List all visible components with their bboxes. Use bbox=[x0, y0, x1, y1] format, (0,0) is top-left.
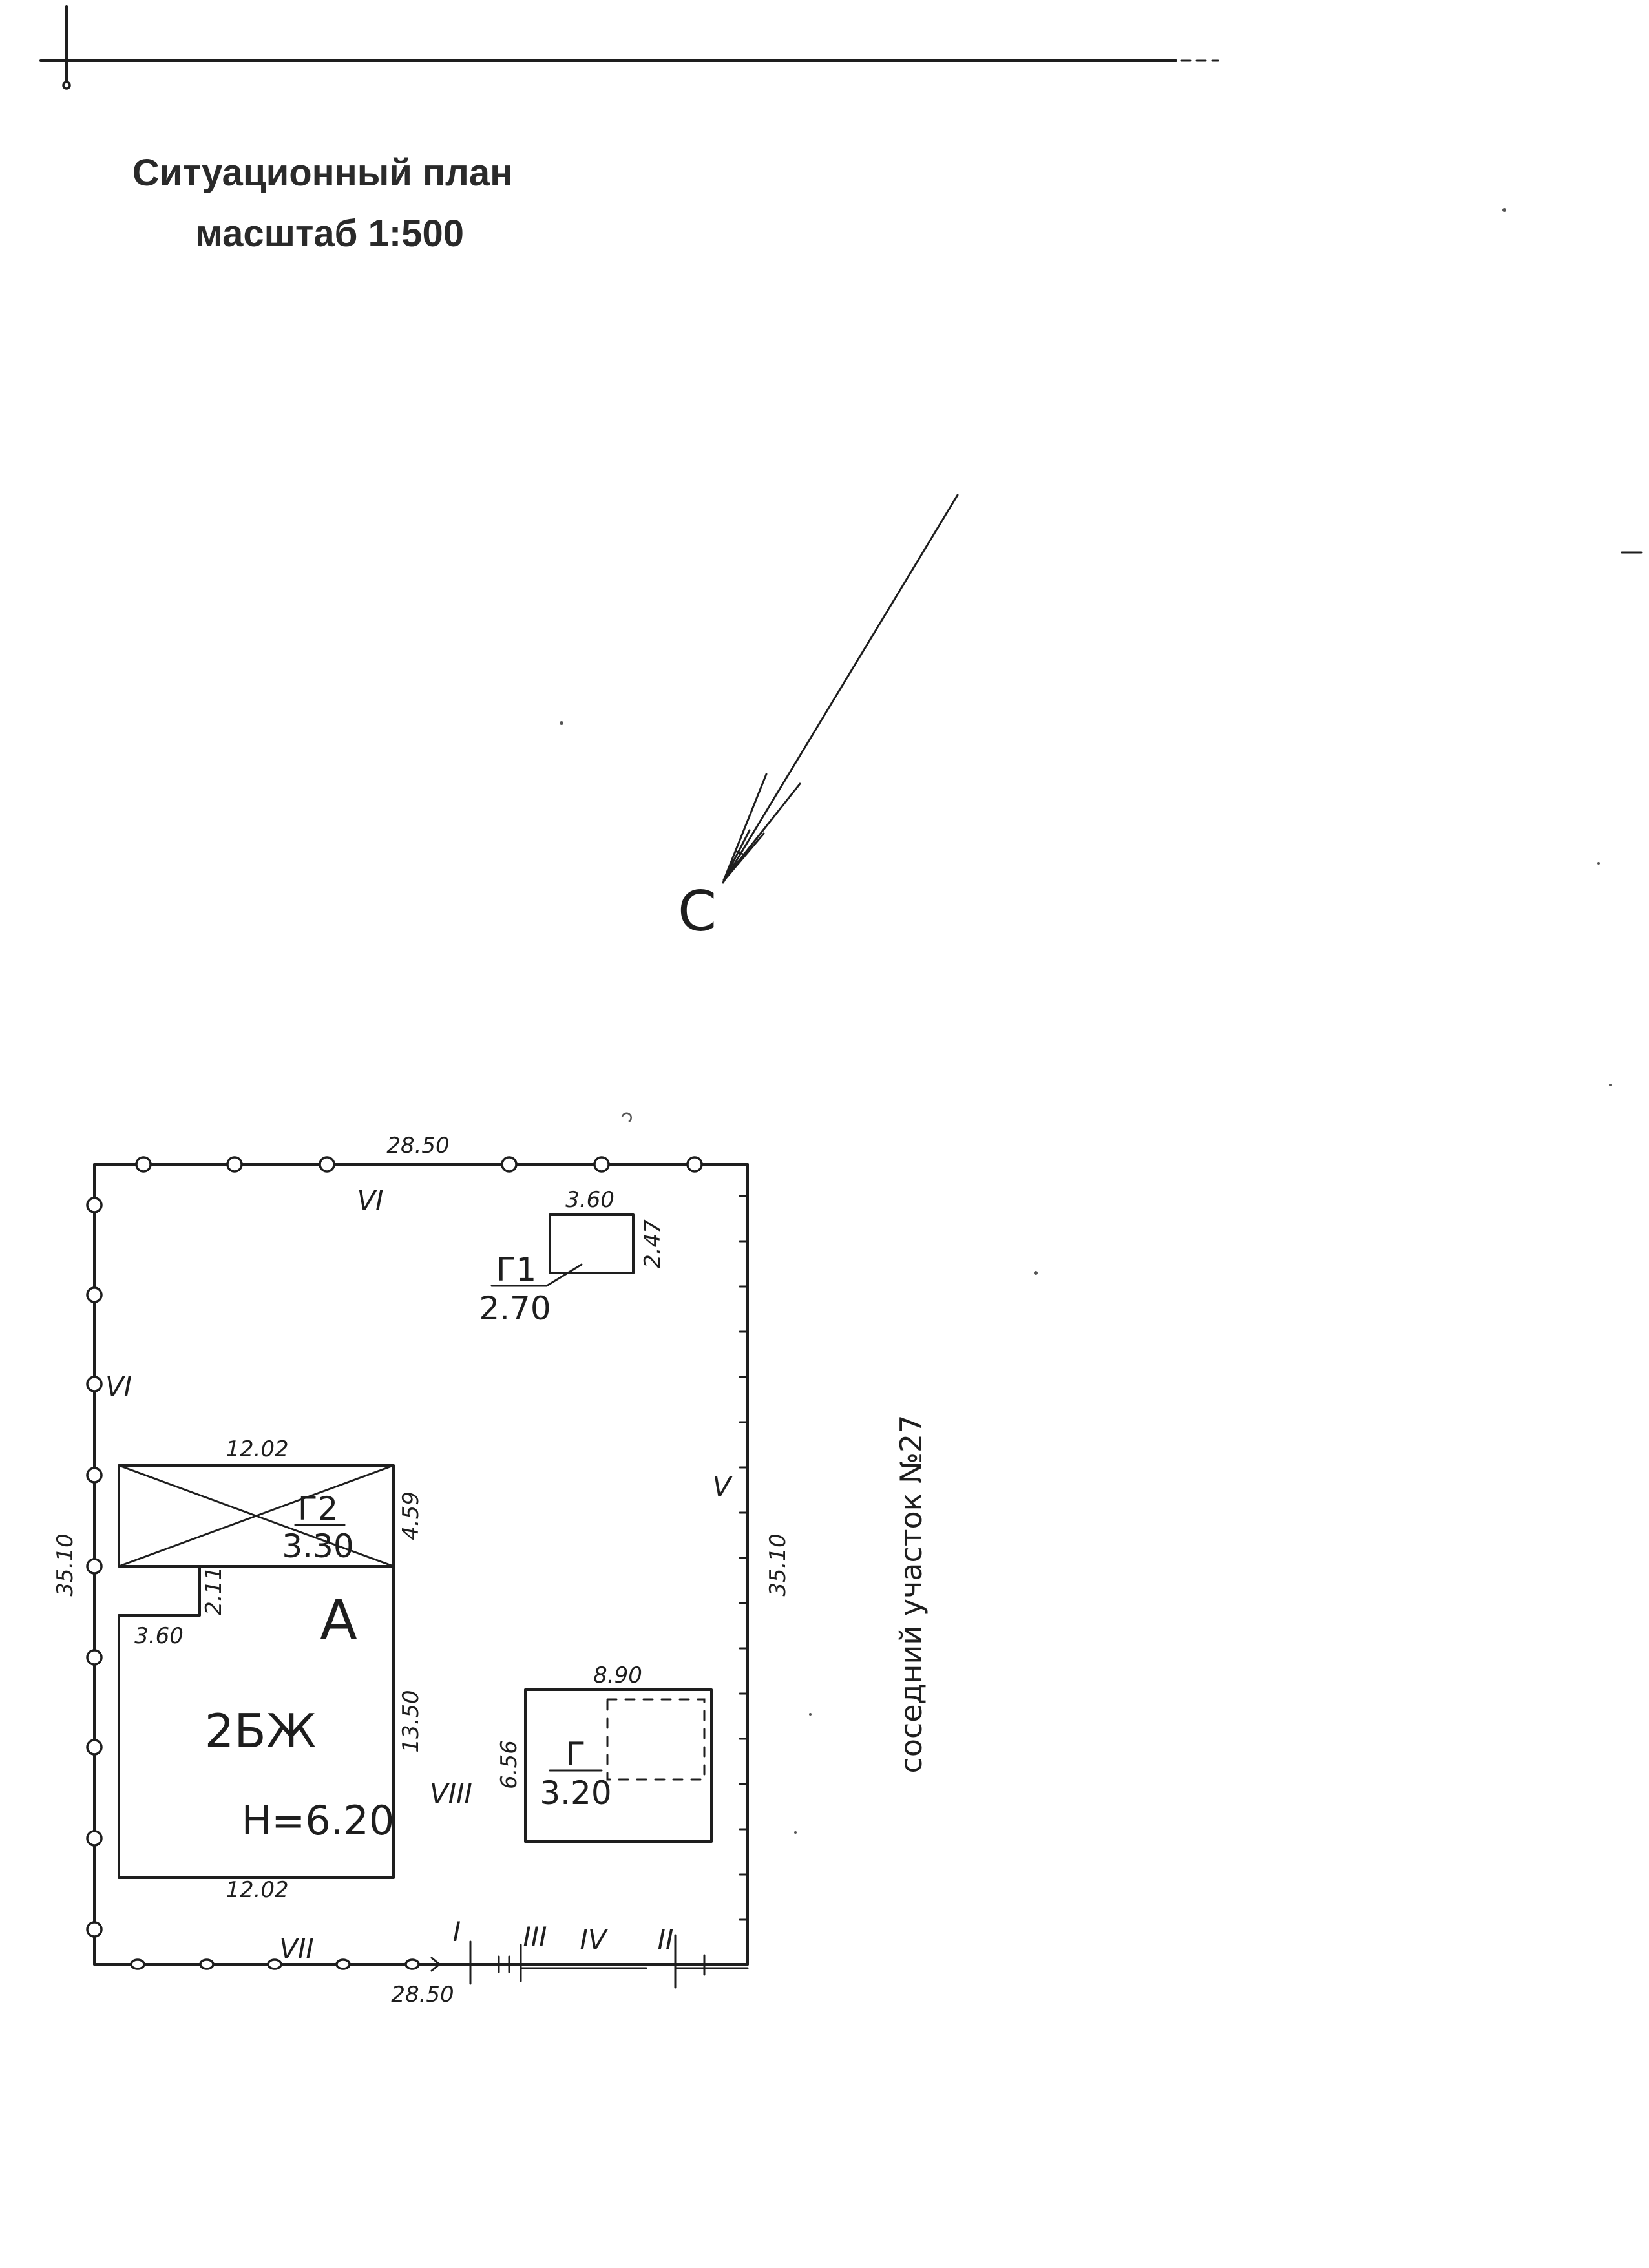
fence-post bbox=[226, 1156, 243, 1173]
building-g2-height: 3.30 bbox=[282, 1528, 353, 1565]
fence-post bbox=[86, 1558, 103, 1575]
scan-speck bbox=[1502, 208, 1506, 212]
page-title: Ситуационный план bbox=[132, 152, 512, 194]
fence-post bbox=[86, 1376, 103, 1392]
north-arrow-shaft bbox=[722, 494, 959, 884]
building-g: 8.90 6.56 Г 3.20 bbox=[496, 1663, 713, 1843]
building-g1-depth: 2.47 bbox=[640, 1219, 666, 1268]
boundary-label-right: V bbox=[713, 1471, 733, 1502]
boundary-label-left: VI bbox=[105, 1370, 132, 1402]
building-g1-outline bbox=[549, 1213, 635, 1274]
north-arrow-label: С bbox=[678, 879, 717, 944]
neighbor-plot-label: соседний участок №27 bbox=[894, 1415, 929, 1774]
north-arrow-fill-3 bbox=[735, 850, 744, 856]
scan-speck bbox=[809, 1713, 812, 1716]
boundary-label-top: VI bbox=[357, 1184, 383, 1216]
north-arrow-barb-right bbox=[724, 782, 801, 879]
plot-dim-left: 35.10 bbox=[52, 1533, 78, 1596]
fence-post bbox=[86, 1739, 103, 1756]
plot-dim-bottom: 28.50 bbox=[391, 1982, 454, 2008]
north-arrow-fill-2 bbox=[723, 832, 765, 881]
plot-edge-right-ticks bbox=[739, 1195, 749, 1921]
scan-speck bbox=[621, 1112, 632, 1123]
building-g1-leader bbox=[545, 1263, 583, 1287]
building-a-step-width: 3.60 bbox=[134, 1623, 184, 1649]
fence-post bbox=[86, 1649, 103, 1666]
fence-post bbox=[199, 1958, 215, 1970]
building-a-width-bottom: 12.02 bbox=[226, 1877, 288, 1903]
plot-boundary bbox=[86, 1156, 749, 1989]
building-g2-diagonal bbox=[118, 1464, 395, 1568]
building-a: 2.11 3.60 А 2БЖ Н=6.20 13.50 12.02 bbox=[118, 1565, 424, 1903]
fence-post bbox=[86, 1197, 103, 1213]
building-a-step-depth: 2.11 bbox=[201, 1566, 227, 1615]
plot-dim-top: 28.50 bbox=[386, 1133, 449, 1159]
building-g-width: 8.90 bbox=[593, 1663, 642, 1688]
building-g-depth: 6.56 bbox=[496, 1740, 522, 1789]
building-g-outline bbox=[524, 1688, 713, 1843]
building-a-height: Н=6.20 bbox=[242, 1797, 395, 1844]
fence-post bbox=[86, 1830, 103, 1847]
boundary-label-bottom: VII bbox=[279, 1933, 314, 1964]
building-a-depth: 13.50 bbox=[398, 1690, 424, 1752]
scan-speck bbox=[1609, 1084, 1612, 1086]
bottom-edge-arrow-mark bbox=[430, 1957, 441, 1972]
fence-post bbox=[86, 1286, 103, 1303]
plot-dim-right: 35.10 bbox=[765, 1533, 791, 1596]
north-arrow-fill-1 bbox=[722, 829, 751, 881]
fence-post bbox=[319, 1156, 335, 1173]
fence-post bbox=[404, 1958, 420, 1970]
building-a-outline bbox=[118, 1565, 395, 1879]
building-a-type: 2БЖ bbox=[205, 1704, 317, 1758]
boundary-label-bottom-4: IV bbox=[580, 1924, 608, 1955]
fence-post bbox=[130, 1958, 145, 1970]
building-g-dashed-inner bbox=[606, 1698, 706, 1781]
building-g-height: 3.20 bbox=[540, 1774, 611, 1812]
scan-speck bbox=[794, 1831, 797, 1834]
fence-post bbox=[593, 1156, 610, 1173]
scan-speck bbox=[1597, 862, 1600, 865]
building-g1-height: 2.70 bbox=[479, 1290, 551, 1327]
scan-speck bbox=[560, 721, 563, 725]
boundary-label-bottom-3: III bbox=[523, 1921, 547, 1953]
fence-post bbox=[86, 1921, 103, 1938]
boundary-label-inner: VIII bbox=[430, 1778, 472, 1809]
north-arrow-barb-left bbox=[723, 773, 768, 880]
building-g2-depth: 4.59 bbox=[398, 1491, 424, 1540]
fence-post bbox=[501, 1156, 518, 1173]
north-arrow: С bbox=[678, 494, 959, 944]
building-g1-width: 3.60 bbox=[565, 1187, 614, 1213]
header-tick-end bbox=[62, 81, 71, 90]
building-g1: 3.60 2.47 Г1 2.70 bbox=[479, 1187, 666, 1327]
building-g-name: Г bbox=[566, 1736, 586, 1773]
fence-post bbox=[267, 1958, 282, 1970]
boundary-label-bottom-2: II bbox=[658, 1924, 674, 1955]
building-g2: 12.02 4.59 Г2 3.30 bbox=[118, 1436, 424, 1568]
building-a-letter: А bbox=[320, 1588, 357, 1652]
boundary-label-bottom-1: I bbox=[453, 1916, 461, 1948]
scale-label: масштаб 1:500 bbox=[195, 213, 464, 255]
fence-post bbox=[686, 1156, 703, 1173]
building-g1-name: Г1 bbox=[496, 1251, 536, 1288]
scan-speck bbox=[1034, 1271, 1038, 1275]
fence-post bbox=[335, 1958, 351, 1970]
fence-post bbox=[135, 1156, 152, 1173]
fence-post bbox=[86, 1467, 103, 1484]
building-g2-name: Г2 bbox=[298, 1490, 338, 1528]
building-g2-width: 12.02 bbox=[226, 1436, 288, 1462]
